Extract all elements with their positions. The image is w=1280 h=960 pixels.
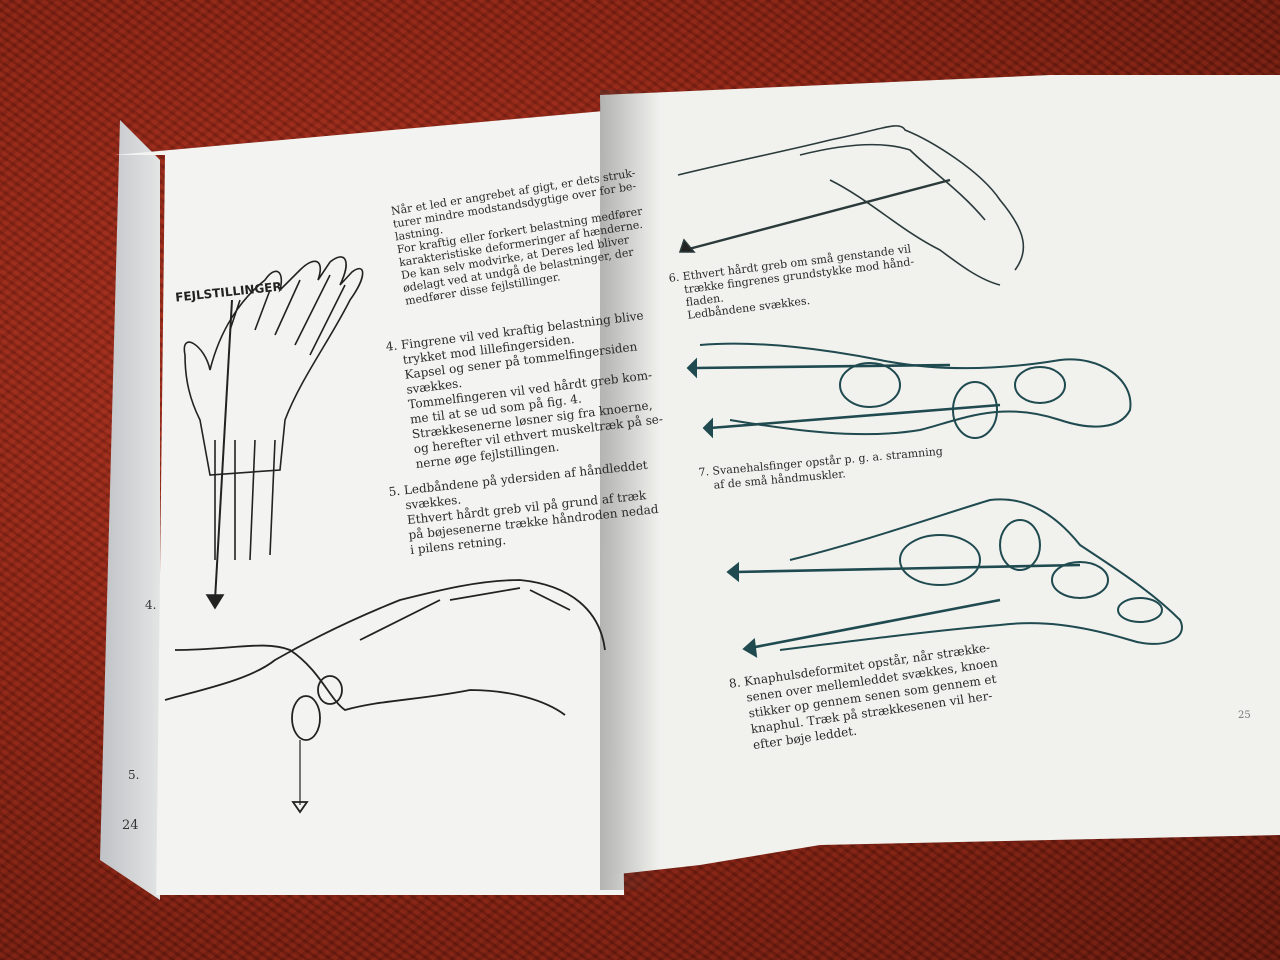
fig8-boutonniere-illustration [726, 498, 1183, 658]
fig5-hand-illustration [164, 579, 606, 814]
right-page-number: 25 [1238, 710, 1251, 721]
fig4-hand-illustration [183, 256, 364, 610]
left-page [115, 110, 625, 895]
fig5-label: 5. [128, 768, 140, 782]
fig4-label: 4. [145, 598, 157, 612]
right-page [600, 75, 1280, 875]
page-gutter [600, 90, 660, 890]
fig6-finger-illustration [677, 125, 1025, 286]
fig7-swan-neck-illustration [686, 342, 1132, 439]
left-page-number: 24 [122, 818, 139, 833]
